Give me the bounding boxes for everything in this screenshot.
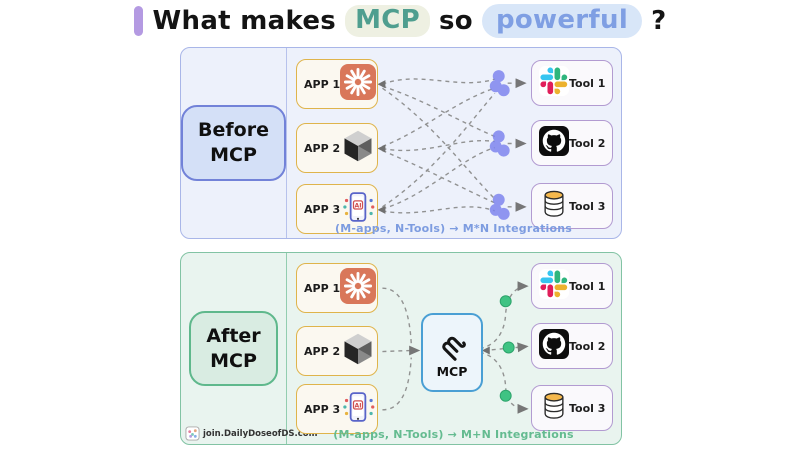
mcp-connection-dots: [499, 295, 515, 402]
cube-icon: [340, 331, 376, 371]
before-connections: [377, 70, 527, 220]
after-tool-1: Tool 1: [531, 263, 613, 309]
before-mcp-panel: Before MCP: [180, 47, 622, 239]
before-tool-3: Tool 3: [531, 183, 613, 229]
title-lead: What makes: [152, 5, 337, 36]
before-app-arrowheads: [377, 80, 386, 214]
before-app-3: APP 3 AI: [296, 184, 378, 234]
mcp-return-arrowhead: [481, 346, 490, 355]
app-1-label: APP 1: [304, 77, 341, 91]
after-diagram-area: APP 1 APP 2 APP 3 AI: [286, 253, 621, 444]
before-caption: (M-apps, N-Tools) → M*N Integrations: [334, 222, 573, 235]
after-connections: [382, 281, 529, 414]
tool-1-label: Tool 1: [569, 279, 606, 293]
title-highlight-mcp: MCP: [345, 5, 431, 37]
ai-phone-icon: AI: [340, 189, 376, 229]
database-icon: [539, 189, 569, 223]
before-app-2: APP 2: [296, 123, 378, 173]
before-label-line2: MCP: [210, 144, 257, 166]
cube-icon: [340, 128, 376, 168]
mcp-hub-box: MCP: [421, 313, 483, 392]
claude-spark-icon: [340, 64, 377, 104]
after-app-3: APP 3 AI: [296, 384, 378, 434]
mcp-hub-label: MCP: [436, 364, 468, 379]
title-accent-bar: [133, 5, 143, 36]
tool-2-label: Tool 2: [569, 339, 606, 353]
database-icon: [539, 391, 569, 425]
title-highlight-powerful: powerful: [481, 4, 643, 38]
mcp-logo-icon: [442, 336, 466, 361]
after-mcp-label: After MCP: [189, 310, 278, 387]
after-tool-3: Tool 3: [531, 385, 613, 431]
github-icon: [539, 329, 569, 363]
app-2-label: APP 2: [304, 141, 341, 155]
tool-3-label: Tool 3: [569, 401, 606, 415]
before-label-line1: Before: [198, 119, 269, 142]
integration-dot-clusters: [489, 70, 510, 220]
watermark: join.DailyDoseofDS.com: [185, 426, 318, 441]
before-mcp-label: Before MCP: [181, 105, 286, 181]
before-diagram-area: APP 1 APP 2 APP 3 AI: [286, 48, 621, 238]
app-3-label: APP 3: [304, 202, 341, 216]
tool-2-label: Tool 2: [569, 136, 606, 150]
after-label-line2: MCP: [210, 349, 257, 372]
app-1-label: APP 1: [304, 281, 341, 295]
ai-phone-icon: AI: [340, 389, 376, 429]
claude-spark-icon: [340, 268, 377, 308]
app-2-label: APP 2: [304, 344, 341, 358]
slack-icon: [539, 269, 569, 303]
watermark-text: join.DailyDoseofDS.com: [203, 428, 318, 439]
title-question-mark: ?: [651, 5, 667, 36]
after-label-line1: After: [206, 324, 261, 347]
before-app-1: APP 1: [296, 59, 378, 109]
after-mcp-panel: After MCP join.DailyDoseofDS.com: [180, 252, 622, 445]
tool-3-label: Tool 3: [569, 199, 606, 213]
title-text: What makes MCP so powerful ?: [153, 4, 667, 38]
before-tool-1: Tool 1: [531, 60, 613, 106]
after-label-column: After MCP join.DailyDoseofDS.com: [181, 253, 318, 444]
tool-1-label: Tool 1: [569, 76, 606, 90]
page-title: What makes MCP so powerful ?: [0, 4, 800, 38]
before-label-column: Before MCP: [181, 48, 287, 238]
github-icon: [539, 126, 569, 160]
slack-icon: [539, 66, 569, 100]
svg-text:AI: AI: [355, 202, 362, 209]
after-caption: (M-apps, N-Tools) → M+N Integrations: [333, 428, 574, 441]
after-app-1: APP 1: [296, 263, 378, 313]
after-app-2: APP 2: [296, 326, 378, 376]
dailydose-logo-icon: [185, 426, 200, 441]
svg-text:AI: AI: [355, 402, 362, 409]
app-3-label: APP 3: [304, 402, 341, 416]
after-tool-2: Tool 2: [531, 323, 613, 369]
title-mid: so: [439, 5, 473, 36]
before-tool-2: Tool 2: [531, 120, 613, 166]
